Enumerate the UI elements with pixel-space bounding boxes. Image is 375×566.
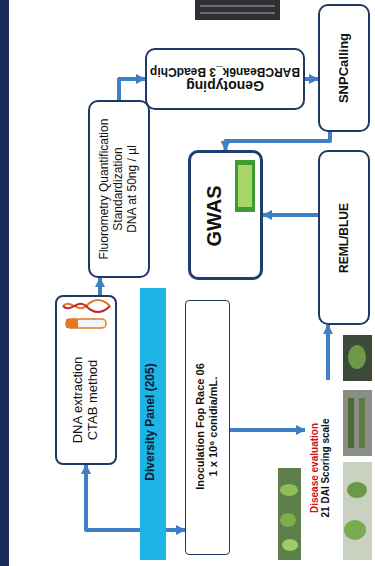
process-box: SNPCalling xyxy=(318,4,370,132)
plant-stem xyxy=(348,398,354,448)
box-text: Genotyping xyxy=(186,78,264,94)
box-text: Standardization xyxy=(112,147,126,230)
flow-arrow xyxy=(226,132,331,150)
process-box: Diversity Panel (205) xyxy=(140,288,166,560)
tube-cap xyxy=(66,319,78,328)
process-box: GWAS xyxy=(188,150,263,280)
leaf xyxy=(344,520,366,540)
text-frame: Fluorometry QuantificationStandardizatio… xyxy=(88,100,150,278)
box-text: CTAB method xyxy=(86,360,101,441)
text-frame: GWAS xyxy=(192,151,236,281)
box-text: GWAS xyxy=(203,185,226,246)
flow-arrow xyxy=(98,278,102,295)
text-frame: GenotypingBARCBean6k_3 BeadChip xyxy=(145,48,305,110)
flow-arrow xyxy=(326,325,330,380)
box-text: 21 DAI Scoring scale xyxy=(320,419,332,518)
text-frame: Diversity Panel (205) xyxy=(138,286,164,558)
text-frame: Disease evaluation21 DAI Scoring scale xyxy=(303,378,337,558)
box-text: Disease evaluation xyxy=(309,423,321,513)
chip-photo xyxy=(195,0,280,20)
farmcpu-logo xyxy=(238,165,252,207)
plant-photo xyxy=(343,462,372,560)
leaf xyxy=(282,539,298,551)
plant-photo xyxy=(278,468,301,560)
text-frame: REML/BLUE xyxy=(318,150,370,325)
process-box: DNA extractionCTAB method xyxy=(55,295,117,465)
plant-photo xyxy=(343,390,372,456)
plant-stem xyxy=(359,398,365,448)
farmcpu-logo xyxy=(235,160,255,212)
box-text: REML/BLUE xyxy=(337,203,351,273)
text-frame: Inoculation Fop Race 061 x 10⁶ conidia/m… xyxy=(184,299,229,554)
box-text: Fluorometry Quantification xyxy=(98,119,112,260)
flow-arrow xyxy=(119,79,145,100)
flow-arrow xyxy=(166,528,185,532)
process-box: REML/BLUE xyxy=(318,150,370,325)
process-box: Inoculation Fop Race 061 x 10⁶ conidia/m… xyxy=(185,300,230,555)
leaf xyxy=(280,484,298,496)
flow-arrow xyxy=(263,213,318,217)
box-text: BARCBean6k_3 BeadChip xyxy=(150,64,300,78)
leaf xyxy=(348,345,366,369)
frame-strip xyxy=(0,0,9,566)
leaf xyxy=(280,513,296,527)
chip-line xyxy=(200,12,275,14)
box-text: DNA extraction xyxy=(71,357,86,444)
leaf xyxy=(347,482,367,498)
box-text: Diversity Panel (205) xyxy=(144,363,158,480)
flow-arrow xyxy=(305,77,318,81)
dna-icon xyxy=(63,304,110,312)
tube-icon xyxy=(66,319,106,328)
process-box: Disease evaluation21 DAI Scoring scale xyxy=(305,380,339,560)
box-text: SNPCalling xyxy=(337,33,352,103)
flow-arrow xyxy=(86,465,140,530)
process-box: GenotypingBARCBean6k_3 BeadChip xyxy=(145,48,305,110)
text-frame: DNA extractionCTAB method xyxy=(55,335,117,465)
plant-photo xyxy=(343,335,372,381)
box-text: DNA at 50ng / µl xyxy=(126,145,140,233)
box-text: Inoculation Fop Race 06 xyxy=(194,363,207,490)
box-text: 1 x 10⁶ conidia/mL. xyxy=(207,377,220,477)
chip-line xyxy=(200,5,275,7)
flow-arrow xyxy=(230,428,305,432)
process-box: Fluorometry QuantificationStandardizatio… xyxy=(88,100,150,278)
text-frame: SNPCalling xyxy=(318,4,370,132)
